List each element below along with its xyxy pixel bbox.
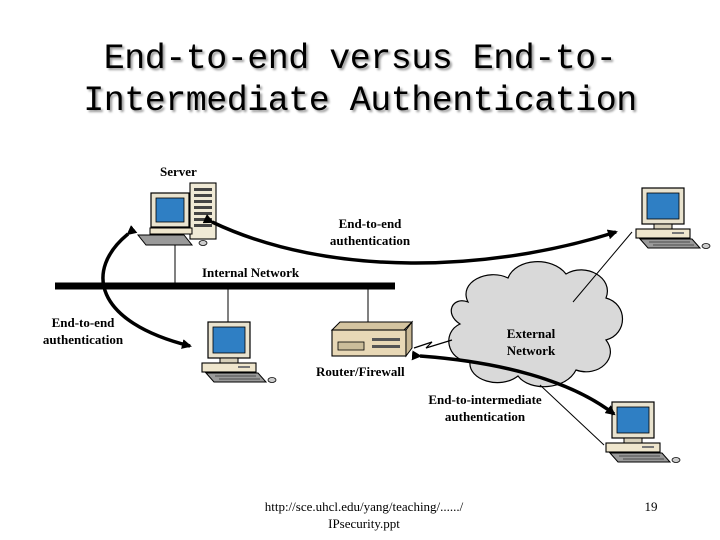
server-label: Server xyxy=(160,164,197,179)
title-line-2: Intermediate Authentication xyxy=(83,81,637,121)
remote-computer-bottom xyxy=(605,401,681,464)
desktop-computer-icon xyxy=(201,321,277,384)
page-number: 19 xyxy=(644,499,658,514)
router-firewall-label: Router/Firewall xyxy=(316,364,405,379)
external-network-label: External Network xyxy=(492,325,570,359)
e2e-left-arrow xyxy=(101,225,192,349)
e2i-label-line2: authentication xyxy=(444,409,526,424)
remote-computer-top xyxy=(635,187,711,250)
e2e-left-label-line2: authentication xyxy=(42,332,124,347)
e2e-top-label: End-to-end authentication xyxy=(320,215,420,249)
internal-network-label: Internal Network xyxy=(202,265,300,280)
footer-source-line1: http://sce.uhcl.edu/yang/teaching/......… xyxy=(264,499,464,514)
e2e-top-label-line1: End-to-end xyxy=(338,216,402,231)
external-network-label-line2: Network xyxy=(506,343,556,358)
router-firewall-icon xyxy=(330,320,414,358)
e2i-label: End-to-intermediate authentication xyxy=(414,391,556,425)
e2e-left-label-line1: End-to-end xyxy=(51,315,115,330)
footer-source: http://sce.uhcl.edu/yang/teaching/......… xyxy=(240,498,488,532)
e2i-arrow xyxy=(411,350,616,416)
e2e-top-arrow xyxy=(202,214,618,265)
e2e-top-label-line2: authentication xyxy=(329,233,411,248)
footer-source-line2: IPsecurity.ppt xyxy=(328,516,400,531)
slide-title: End-to-end versus End-to- Intermediate A… xyxy=(0,38,720,122)
external-network-label-line1: External xyxy=(506,326,556,341)
e2i-label-line1: End-to-intermediate xyxy=(428,392,542,407)
lightning-link-icon xyxy=(413,339,453,349)
e2e-left-label: End-to-end authentication xyxy=(30,314,136,348)
server-workstation-icon xyxy=(136,182,217,246)
title-line-1: End-to-end versus End-to- xyxy=(103,39,617,79)
